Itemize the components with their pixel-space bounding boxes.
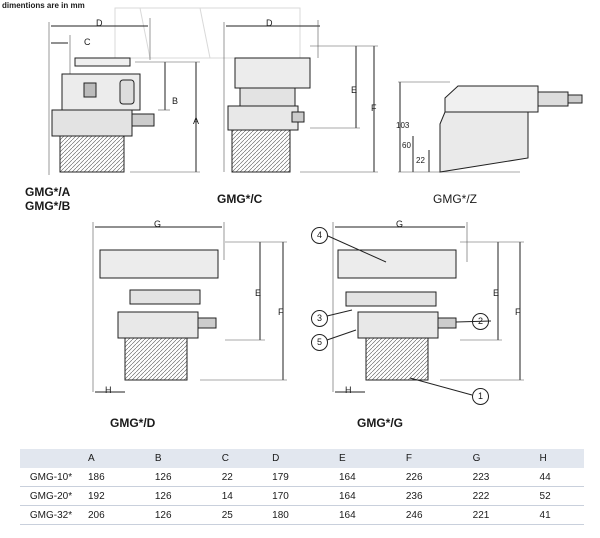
dim-e-g: E xyxy=(493,288,500,298)
table-cell: 126 xyxy=(148,486,216,506)
table-cell: 44 xyxy=(533,468,584,487)
table-cell: 126 xyxy=(148,468,216,487)
dim-103: 103 xyxy=(396,121,410,130)
caption-gmg-g: GMG*/G xyxy=(357,416,404,430)
callout-5: 5 xyxy=(311,334,328,351)
table-cell: 52 xyxy=(533,486,584,506)
table-cell: 170 xyxy=(266,486,333,506)
dimensions-table: A B C D E F G H GMG-10* 186 126 22 179 1… xyxy=(20,449,584,525)
header-cell-blank xyxy=(20,449,82,468)
header-cell-c: C xyxy=(215,449,267,468)
table-header-row: A B C D E F G H xyxy=(20,449,584,468)
callout-2: 2 xyxy=(472,313,489,330)
row-model-cell: GMG-32* xyxy=(20,505,82,525)
caption-gmg-b: GMG*/B xyxy=(25,199,71,213)
figure-gmg-c xyxy=(223,20,378,173)
dim-a-ab: A xyxy=(193,116,200,126)
dim-e-c: E xyxy=(351,85,358,95)
dim-f-c: F xyxy=(371,103,377,113)
callout-3: 3 xyxy=(311,310,328,327)
dim-f-d: F xyxy=(278,307,284,317)
callout-4: 4 xyxy=(311,227,328,244)
dim-g-g: G xyxy=(396,219,404,229)
dim-g-d: G xyxy=(154,219,162,229)
callout-1: 1 xyxy=(472,388,489,405)
caption-gmg-c: GMG*/C xyxy=(217,192,263,206)
dim-c-ab: C xyxy=(84,37,91,47)
background-ghost-drawing xyxy=(114,7,301,59)
table-cell: 221 xyxy=(466,505,534,525)
caption-gmg-d: GMG*/D xyxy=(110,416,156,430)
table-cell: 14 xyxy=(215,486,267,506)
table-cell: 179 xyxy=(266,468,333,487)
table-cell: 180 xyxy=(266,505,333,525)
header-cell-h: H xyxy=(533,449,584,468)
dim-b-ab: B xyxy=(172,96,179,106)
table-cell: 206 xyxy=(82,505,149,525)
table-cell: 236 xyxy=(399,486,467,506)
header-cell-a: A xyxy=(82,449,149,468)
dim-60: 60 xyxy=(402,141,411,150)
dim-h-d: H xyxy=(105,385,112,395)
header-cell-d: D xyxy=(266,449,333,468)
table-cell: 41 xyxy=(533,505,584,525)
table-cell: 164 xyxy=(332,505,400,525)
header-cell-b: B xyxy=(148,449,216,468)
dim-e-d: E xyxy=(255,288,262,298)
figure-gmg-a-b xyxy=(48,18,200,175)
header-cell-f: F xyxy=(399,449,467,468)
table-cell: 186 xyxy=(82,468,149,487)
table-row: GMG-32* 206 126 25 180 164 246 221 41 xyxy=(20,505,584,525)
header-cell-g: G xyxy=(466,449,534,468)
header-cell-e: E xyxy=(332,449,400,468)
figure-gmg-g xyxy=(326,222,524,396)
dim-d-c: D xyxy=(266,18,273,28)
table-row: GMG-20* 192 126 14 170 164 236 222 52 xyxy=(20,486,584,506)
units-note: dimentions are in mm xyxy=(2,1,85,10)
table-cell: 164 xyxy=(332,486,400,506)
table-cell: 126 xyxy=(148,505,216,525)
dim-22: 22 xyxy=(416,156,425,165)
table-cell: 246 xyxy=(399,505,467,525)
figure-gmg-d xyxy=(92,222,287,393)
dim-f-g: F xyxy=(515,307,521,317)
dim-d-ab: D xyxy=(96,18,103,28)
dim-h-g: H xyxy=(345,385,352,395)
row-model-cell: GMG-20* xyxy=(20,486,82,506)
table-cell: 223 xyxy=(466,468,534,487)
caption-gmg-a: GMG*/A xyxy=(25,185,71,199)
row-model-cell: GMG-10* xyxy=(20,468,82,487)
table-cell: 192 xyxy=(82,486,149,506)
table-cell: 22 xyxy=(215,468,267,487)
caption-gmg-z: GMG*/Z xyxy=(433,192,477,206)
table-cell: 25 xyxy=(215,505,267,525)
table-row: GMG-10* 186 126 22 179 164 226 223 44 xyxy=(20,468,584,487)
table-cell: 164 xyxy=(332,468,400,487)
figure-gmg-z xyxy=(398,81,583,173)
drawings-area xyxy=(48,7,583,396)
table-cell: 226 xyxy=(399,468,467,487)
table-cell: 222 xyxy=(466,486,534,506)
